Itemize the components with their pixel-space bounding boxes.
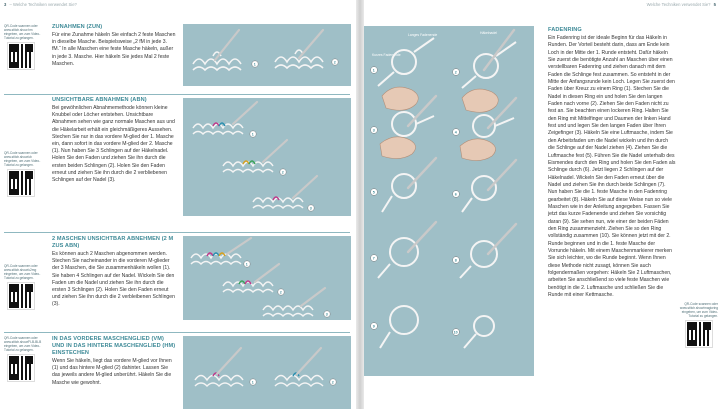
section-invisible-decrease: QR-Code scannen oder www.stitch.show/ub … xyxy=(0,94,356,222)
section-increases: QR-Code scannen oder www.stitch.show.hm … xyxy=(0,22,356,90)
left-page-number: 3 xyxy=(4,2,7,7)
section-title: 2 MASCHEN UNSICHTBAR ABNEHMEN (2 M ZUS A… xyxy=(52,236,174,249)
magic-ring-text: FADENRING Ein Fadenring ist der ideale B… xyxy=(548,27,676,299)
illustration-invisible-decrease: 1 2 3 xyxy=(183,98,351,216)
right-running-head: Welche Techniken verwendet Sie? 5 xyxy=(647,2,716,7)
qr-caption: QR-Code scannen oder www.stitch.show/FLB… xyxy=(4,336,42,352)
label-hook: Häkelnadel xyxy=(480,31,497,35)
svg-text:9: 9 xyxy=(373,324,375,328)
section-title: FADENRING xyxy=(548,27,582,33)
svg-text:2: 2 xyxy=(280,290,282,294)
svg-text:2: 2 xyxy=(455,70,457,74)
hook-icon xyxy=(482,28,516,72)
hook-icon xyxy=(406,156,438,190)
left-running-head: 3 – Welche Techniken verwendet Sie? xyxy=(4,2,77,7)
qr-caption: QR-Code scannen oder www.stitch.show/ub … xyxy=(4,151,41,167)
svg-text:4: 4 xyxy=(455,130,457,134)
qr-code-icon[interactable] xyxy=(7,42,35,70)
qr-code-icon[interactable] xyxy=(7,282,35,310)
section-title: ZUNAHMEN (ZUN) xyxy=(52,24,103,30)
hand-icon xyxy=(459,138,496,161)
illustration-double-decrease: 1 2 3 xyxy=(183,236,351,320)
section-body: Bei gewöhnlichen Abnahmemethode können k… xyxy=(52,105,175,184)
hand-icon xyxy=(379,136,416,159)
svg-text:6: 6 xyxy=(455,192,457,196)
illustration-magic-ring: Langes Fadenende Kurzes Fadenende Häkeln… xyxy=(364,26,534,376)
svg-text:1: 1 xyxy=(246,262,248,266)
section-title: UNSICHTBARE ABNAHMEN (ABN) xyxy=(52,97,147,103)
hook-icon xyxy=(297,28,325,60)
section-divider xyxy=(4,94,350,95)
svg-text:3: 3 xyxy=(373,128,375,132)
hand-icon xyxy=(381,86,419,111)
section-text: 2 MASCHEN UNSICHTBAR ABNEHMEN (2 M ZUS A… xyxy=(52,236,177,309)
svg-text:2: 2 xyxy=(334,60,336,64)
qr-block: QR-Code scannen oder www.stitch.show/ub … xyxy=(4,151,46,197)
svg-text:3: 3 xyxy=(310,206,312,210)
svg-text:1: 1 xyxy=(252,380,254,384)
magic-ring-illustration: Langes Fadenende Kurzes Fadenende Häkeln… xyxy=(370,28,518,349)
section-front-back-loop: QR-Code scannen oder www.stitch.show/FLB… xyxy=(0,332,356,409)
qr-code-icon[interactable] xyxy=(7,169,35,197)
label-long-yarn-end: Langes Fadenende xyxy=(408,33,437,37)
hook-icon xyxy=(406,220,438,254)
svg-text:1: 1 xyxy=(252,132,254,136)
book-gutter xyxy=(356,0,364,409)
label-short-yarn-end: Kurzes Fadenende xyxy=(372,53,401,57)
svg-text:2: 2 xyxy=(282,170,284,174)
section-divider xyxy=(4,332,350,333)
right-page: Welche Techniken verwendet Sie? 5 Langes… xyxy=(364,0,720,409)
qr-caption: QR-Code scannen oder www.stitch.show/mag… xyxy=(679,302,718,318)
qr-caption: QR-Code scannen oder www.stitch.show/u2m… xyxy=(4,264,41,280)
hook-icon xyxy=(213,28,241,62)
hook-icon xyxy=(486,96,518,130)
hook-icon xyxy=(486,222,518,256)
section-divider xyxy=(4,232,350,233)
section-body: Für eine Zunahme häkeln Sie einfach 2 fe… xyxy=(52,32,176,67)
section-text: ZUNAHMEN (ZUN) Für eine Zunahme häkeln S… xyxy=(52,24,177,68)
svg-text:10: 10 xyxy=(454,330,458,334)
svg-text:2: 2 xyxy=(332,380,334,384)
crochet-double-decrease-illustration: 1 2 3 xyxy=(190,236,331,318)
svg-text:1: 1 xyxy=(373,68,375,72)
svg-text:8: 8 xyxy=(455,258,457,262)
hand-icon xyxy=(461,88,499,113)
qr-block: QR-Code scannen oder www.stitch.show/u2m… xyxy=(4,264,46,310)
hook-icon xyxy=(486,158,518,192)
section-body: Wenn Sie häkeln, liegt das vordere M-gli… xyxy=(52,358,172,386)
qr-caption: QR-Code scannen oder www.stitch.show.hm … xyxy=(4,24,41,40)
svg-text:3: 3 xyxy=(326,312,328,316)
section-body: Ein Fadenring ist der ideale Beginn für … xyxy=(548,35,676,299)
svg-text:7: 7 xyxy=(373,256,375,260)
svg-text:5: 5 xyxy=(373,190,375,194)
crochet-decrease-illustration: 1 2 3 xyxy=(192,100,319,212)
qr-block: QR-Code scannen oder www.stitch.show.hm … xyxy=(4,24,46,70)
hook-icon xyxy=(406,94,438,128)
left-page: 3 – Welche Techniken verwendet Sie? QR-C… xyxy=(0,0,356,409)
qr-block: QR-Code scannen oder www.stitch.show/mag… xyxy=(676,302,718,348)
right-page-number: 5 xyxy=(713,2,716,7)
qr-code-icon[interactable] xyxy=(7,354,35,382)
left-running-title: – Welche Techniken verwendet Sie? xyxy=(9,2,77,7)
qr-code-icon[interactable] xyxy=(685,320,713,348)
section-body: Es können auch 2 Maschen abgenommen werd… xyxy=(52,251,175,308)
section-text: UNSICHTBARE ABNAHMEN (ABN) Bei gewöhnlic… xyxy=(52,97,177,184)
section-title: IN DAS VORDERE MASCHENGLIED (VM) UND IN … xyxy=(52,336,176,356)
section-text: IN DAS VORDERE MASCHENGLIED (VM) UND IN … xyxy=(52,336,177,387)
svg-text:1: 1 xyxy=(254,62,256,66)
right-running-title: Welche Techniken verwendet Sie? xyxy=(646,2,711,7)
qr-block: QR-Code scannen oder www.stitch.show/FLB… xyxy=(4,336,46,382)
section-double-invisible-decrease: QR-Code scannen oder www.stitch.show/u2m… xyxy=(0,232,356,324)
